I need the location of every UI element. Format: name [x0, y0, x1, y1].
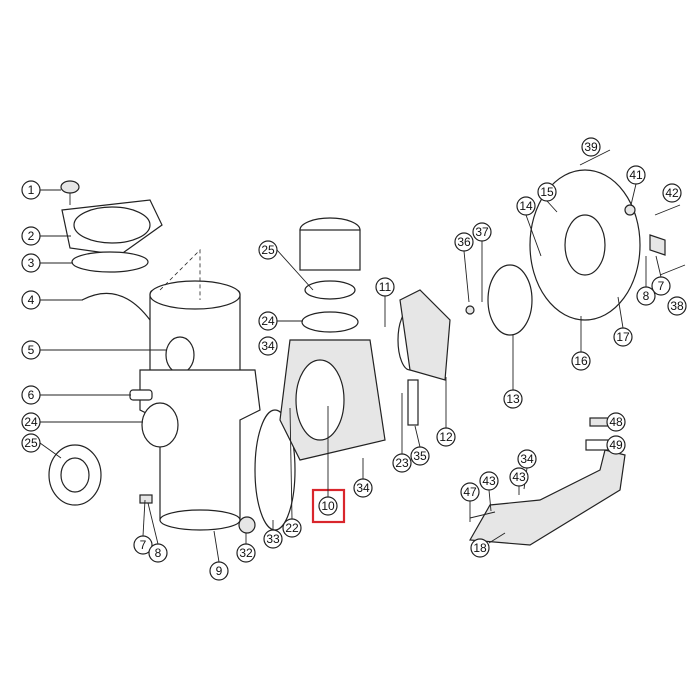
callout-25-housing[interactable]: 25: [258, 240, 314, 291]
svg-text:3: 3: [28, 256, 35, 270]
svg-text:10: 10: [321, 499, 335, 513]
callout-10[interactable]: 10: [318, 406, 338, 516]
callout-47[interactable]: 47: [460, 482, 480, 522]
callout-35[interactable]: 35: [410, 425, 430, 466]
callout-8-right[interactable]: 8: [636, 256, 656, 306]
callout-39[interactable]: 39: [581, 137, 601, 157]
svg-text:24: 24: [24, 415, 38, 429]
svg-text:1: 1: [28, 183, 35, 197]
svg-text:25: 25: [24, 436, 38, 450]
callout-37[interactable]: 37: [472, 222, 492, 302]
svg-text:47: 47: [463, 485, 477, 499]
svg-text:49: 49: [609, 438, 623, 452]
svg-text:7: 7: [658, 279, 665, 293]
callout-15[interactable]: 15: [537, 182, 558, 213]
svg-text:35: 35: [413, 449, 427, 463]
callout-42[interactable]: 42: [662, 183, 682, 203]
callout-7[interactable]: 7: [133, 499, 153, 555]
callouts: 1 2 3 4 5 6 24 25 7 8 9 32 33 22 10 34 2…: [21, 137, 687, 581]
callout-8[interactable]: 8: [147, 502, 168, 563]
svg-text:7: 7: [140, 538, 147, 552]
callout-5[interactable]: 5: [21, 340, 167, 360]
callout-33[interactable]: 33: [263, 520, 283, 549]
callout-49[interactable]: 49: [606, 435, 626, 455]
svg-text:34: 34: [261, 339, 275, 353]
svg-text:4: 4: [28, 293, 35, 307]
callout-34-base[interactable]: 34: [517, 449, 537, 490]
callout-34-housing[interactable]: 34: [353, 458, 373, 498]
svg-text:15: 15: [540, 185, 554, 199]
svg-text:34: 34: [520, 452, 534, 466]
svg-text:23: 23: [395, 456, 409, 470]
svg-text:8: 8: [643, 289, 650, 303]
callout-18[interactable]: 18: [470, 532, 506, 558]
svg-text:43: 43: [512, 470, 526, 484]
callout-9[interactable]: 9: [209, 530, 229, 581]
svg-text:33: 33: [266, 532, 280, 546]
callout-2[interactable]: 2: [21, 226, 71, 246]
svg-text:24: 24: [261, 314, 275, 328]
callout-25[interactable]: 25: [21, 433, 62, 459]
callout-41[interactable]: 41: [626, 165, 646, 206]
svg-text:13: 13: [506, 392, 520, 406]
svg-text:16: 16: [574, 354, 588, 368]
svg-text:42: 42: [665, 186, 679, 200]
callout-22[interactable]: 22: [282, 407, 302, 538]
callout-36[interactable]: 36: [454, 232, 474, 303]
svg-text:34: 34: [356, 481, 370, 495]
callout-24[interactable]: 24: [21, 412, 143, 432]
callout-3[interactable]: 3: [21, 253, 73, 273]
callout-6[interactable]: 6: [21, 385, 131, 405]
callout-7-right[interactable]: 7: [651, 255, 671, 296]
callout-34-left[interactable]: 34: [258, 336, 278, 356]
callout-32[interactable]: 32: [236, 533, 256, 563]
svg-text:36: 36: [457, 235, 471, 249]
svg-text:11: 11: [379, 280, 392, 294]
callout-48[interactable]: 48: [606, 412, 626, 432]
callout-4[interactable]: 4: [21, 290, 83, 310]
strainer-pot-parts: [48, 180, 296, 534]
highlight-box: [311, 488, 346, 524]
svg-text:37: 37: [475, 225, 489, 239]
svg-text:18: 18: [473, 541, 487, 555]
svg-text:17: 17: [616, 330, 630, 344]
svg-text:38: 38: [670, 299, 684, 313]
pump-housing-parts: [279, 149, 686, 461]
svg-text:2: 2: [28, 229, 35, 243]
callout-1[interactable]: 1: [21, 180, 61, 200]
callout-16[interactable]: 16: [571, 316, 591, 371]
callout-11[interactable]: 11: [375, 277, 395, 327]
callout-12[interactable]: 12: [436, 377, 456, 447]
callout-24-housing[interactable]: 24: [258, 311, 303, 331]
svg-text:14: 14: [519, 199, 533, 213]
svg-text:41: 41: [629, 168, 643, 182]
callout-14[interactable]: 14: [516, 196, 542, 257]
svg-text:25: 25: [261, 243, 275, 257]
svg-text:43: 43: [482, 474, 496, 488]
callout-38[interactable]: 38: [667, 296, 687, 316]
svg-text:48: 48: [609, 415, 623, 429]
svg-text:9: 9: [216, 564, 223, 578]
callout-43[interactable]: 43: [479, 471, 499, 512]
svg-text:32: 32: [239, 546, 253, 560]
svg-text:12: 12: [439, 430, 453, 444]
callout-23[interactable]: 23: [392, 393, 412, 473]
callout-13[interactable]: 13: [503, 334, 523, 409]
callout-43-base[interactable]: 43: [509, 467, 529, 495]
svg-text:6: 6: [28, 388, 35, 402]
base-parts: [469, 417, 626, 546]
callout-17[interactable]: 17: [613, 296, 633, 347]
svg-text:22: 22: [285, 521, 299, 535]
svg-text:39: 39: [584, 140, 598, 154]
svg-text:5: 5: [28, 343, 35, 357]
svg-text:8: 8: [155, 546, 162, 560]
